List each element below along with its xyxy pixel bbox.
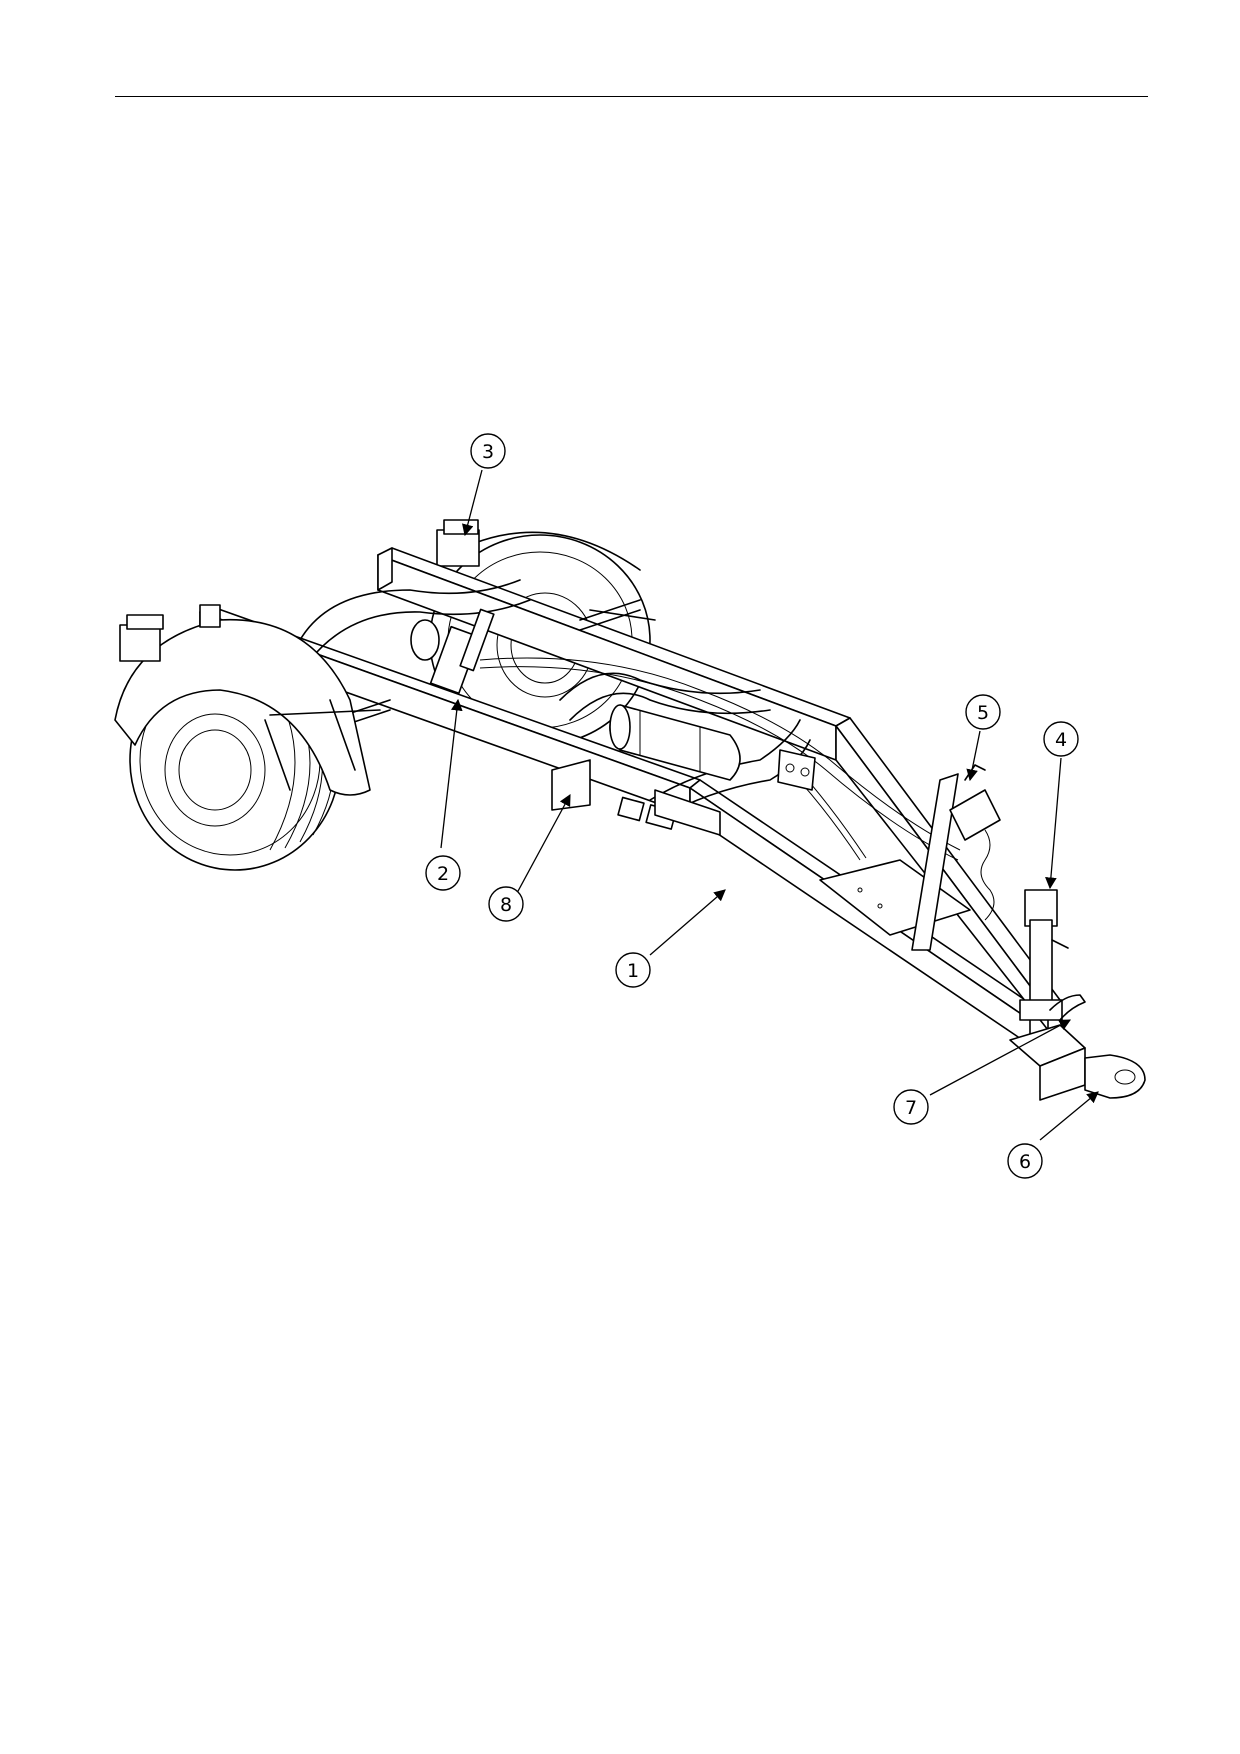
callout-3-label: 3	[482, 441, 494, 463]
front-lamp-bracket	[119, 604, 221, 662]
callout-3: 3	[470, 433, 506, 469]
callout-2-label: 2	[437, 863, 449, 885]
leader-1	[649, 889, 726, 956]
leader-5	[966, 730, 981, 782]
leader-2	[440, 698, 463, 849]
safety-hook	[1049, 994, 1086, 1021]
callout-8-label: 8	[500, 894, 512, 916]
callout-1: 1	[615, 952, 651, 988]
callout-4-label: 4	[1055, 729, 1067, 751]
callout-1-label: 1	[627, 960, 639, 982]
leader-4	[1045, 757, 1062, 890]
callout-5-label: 5	[977, 702, 989, 724]
callout-7-label: 7	[905, 1097, 917, 1119]
rear-lamp-bracket	[436, 519, 480, 567]
callout-5: 5	[965, 694, 1001, 730]
callout-4: 4	[1043, 721, 1079, 757]
callout-6-label: 6	[1019, 1151, 1031, 1173]
leader-3	[462, 469, 483, 537]
jack-stand	[1019, 889, 1069, 1021]
callout-6: 6	[1007, 1143, 1043, 1179]
callout-8: 8	[488, 886, 524, 922]
valve-block	[777, 749, 816, 791]
callout-leaders	[440, 469, 1099, 1141]
trailer-drawing	[114, 519, 1146, 1101]
leader-6	[1039, 1091, 1099, 1141]
hitch-eye	[1009, 1024, 1146, 1101]
callout-2: 2	[425, 855, 461, 891]
header-rule	[115, 96, 1148, 97]
leader-8	[516, 793, 571, 894]
air-tank	[609, 704, 741, 781]
leader-7	[929, 1019, 1072, 1096]
brake-assembly	[410, 608, 495, 695]
fender-supports	[264, 609, 656, 791]
callout-7: 7	[893, 1089, 929, 1125]
front-wheel	[114, 618, 371, 871]
